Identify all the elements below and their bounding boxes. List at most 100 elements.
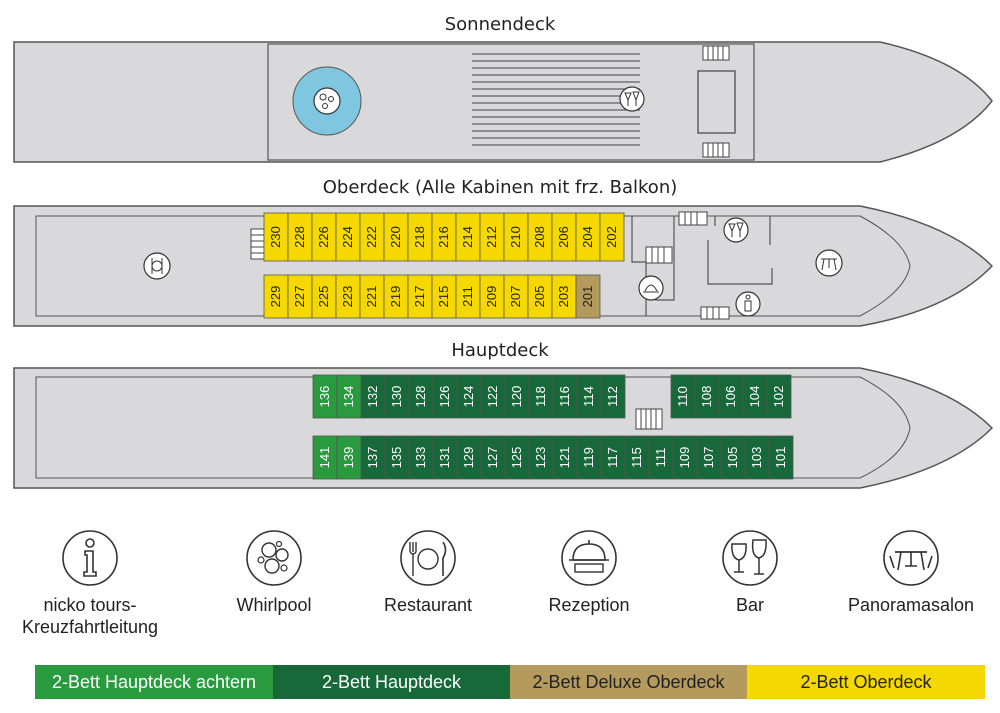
cabin-120[interactable] xyxy=(504,374,530,419)
cabin-number: 227 xyxy=(292,286,307,308)
sun-deck xyxy=(13,41,993,163)
cabin-219[interactable] xyxy=(383,274,409,319)
cabin-number: 202 xyxy=(604,226,619,248)
cabin-207[interactable] xyxy=(503,274,529,319)
upper-stairs-aft xyxy=(250,228,265,260)
cabin-134[interactable] xyxy=(336,374,362,419)
cabin-217[interactable] xyxy=(407,274,433,319)
cabin-127[interactable] xyxy=(480,435,506,480)
cabin-218[interactable] xyxy=(407,212,433,262)
cabin-number: 211 xyxy=(460,286,475,307)
wine-glasses-icon xyxy=(722,530,778,586)
cabin-116[interactable] xyxy=(552,374,578,419)
cabin-number: 123 xyxy=(533,447,548,469)
cabin-222[interactable] xyxy=(359,212,385,262)
sun-deck-title: Sonnendeck xyxy=(444,14,556,35)
cabin-102[interactable] xyxy=(766,374,792,419)
cabin-229[interactable] xyxy=(263,274,289,319)
cabin-204[interactable] xyxy=(575,212,601,262)
cabin-128[interactable] xyxy=(408,374,434,419)
cabin-230[interactable] xyxy=(263,212,289,262)
category-2: 2-Bett Deluxe Oberdeck xyxy=(510,665,747,699)
cabin-126[interactable] xyxy=(432,374,458,419)
legend-whirlpool-label: Whirlpool xyxy=(236,595,312,615)
cabin-number: 117 xyxy=(605,447,620,468)
cabin-number: 201 xyxy=(580,286,595,308)
legend-reception-label: Rezeption xyxy=(548,595,630,615)
whirlpool-icon xyxy=(246,530,302,586)
cabin-number: 209 xyxy=(484,286,499,308)
cabin-number: 104 xyxy=(747,386,762,408)
cabin-136[interactable] xyxy=(312,374,338,419)
cabin-number: 228 xyxy=(292,226,307,248)
cabin-number: 219 xyxy=(388,286,403,308)
cabin-101[interactable] xyxy=(768,435,794,480)
cabin-112[interactable] xyxy=(600,374,626,419)
cabin-223[interactable] xyxy=(335,274,361,319)
legend-reception: Rezeption xyxy=(504,528,674,616)
main-stairs xyxy=(635,408,663,430)
cabin-121[interactable] xyxy=(552,435,578,480)
cabin-132[interactable] xyxy=(360,374,386,419)
cabin-number: 203 xyxy=(556,286,571,308)
legend-panorama-label: Panoramasalon xyxy=(847,595,975,615)
cabin-number: 105 xyxy=(725,447,740,469)
cabin-number: 205 xyxy=(532,286,547,308)
cabin-206[interactable] xyxy=(551,212,577,262)
legend-restaurant: Restaurant xyxy=(343,528,513,616)
cabin-number: 224 xyxy=(340,226,355,248)
cabin-number: 108 xyxy=(699,386,714,408)
cabin-110[interactable] xyxy=(670,374,696,419)
cabin-number: 223 xyxy=(340,286,355,308)
cabin-208[interactable] xyxy=(527,212,553,262)
legend-info-line2: Kreuzfahrtleitung xyxy=(21,617,159,637)
cabin-123[interactable] xyxy=(528,435,554,480)
cabin-130[interactable] xyxy=(384,374,410,419)
legend-whirlpool: Whirlpool xyxy=(189,528,359,616)
cabin-221[interactable] xyxy=(359,274,385,319)
cabin-106[interactable] xyxy=(718,374,744,419)
cabin-214[interactable] xyxy=(455,212,481,262)
cabin-202[interactable] xyxy=(599,212,625,262)
cabin-212[interactable] xyxy=(479,212,505,262)
wheelhouse-roof xyxy=(697,70,736,134)
cabin-215[interactable] xyxy=(431,274,457,319)
cabin-number: 222 xyxy=(364,226,379,248)
cabin-135[interactable] xyxy=(384,435,410,480)
cabin-number: 109 xyxy=(677,447,692,469)
cabin-137[interactable] xyxy=(360,435,386,480)
cabin-131[interactable] xyxy=(432,435,458,480)
cabin-number: 132 xyxy=(365,386,380,408)
cabin-number: 125 xyxy=(509,447,524,469)
cabin-number: 121 xyxy=(557,447,572,469)
cabin-224[interactable] xyxy=(335,212,361,262)
cabin-122[interactable] xyxy=(480,374,506,419)
cabin-211[interactable] xyxy=(455,274,481,319)
cabin-number: 220 xyxy=(388,226,403,248)
cabin-105[interactable] xyxy=(720,435,746,480)
cabin-number: 120 xyxy=(509,386,524,408)
cabin-107[interactable] xyxy=(696,435,722,480)
cabin-225[interactable] xyxy=(311,274,337,319)
cabin-129[interactable] xyxy=(456,435,482,480)
cabin-114[interactable] xyxy=(576,374,602,419)
cabin-109[interactable] xyxy=(672,435,698,480)
cabin-number: 111 xyxy=(653,448,668,468)
cabin-124[interactable] xyxy=(456,374,482,419)
cabin-125[interactable] xyxy=(504,435,530,480)
restaurant-icon xyxy=(400,530,456,586)
cabin-number: 107 xyxy=(701,447,716,469)
cabin-117[interactable] xyxy=(600,435,626,480)
cabin-201[interactable] xyxy=(575,274,601,319)
cabin-228[interactable] xyxy=(287,212,313,262)
lounge-icon xyxy=(883,530,939,586)
cabin-number: 137 xyxy=(365,447,380,469)
category-3: 2-Bett Oberdeck xyxy=(747,665,985,699)
cabin-220[interactable] xyxy=(383,212,409,262)
upper-lounge-icon xyxy=(815,249,843,277)
cabin-number: 128 xyxy=(413,386,428,408)
cabin-226[interactable] xyxy=(311,212,337,262)
cabin-103[interactable] xyxy=(744,435,770,480)
